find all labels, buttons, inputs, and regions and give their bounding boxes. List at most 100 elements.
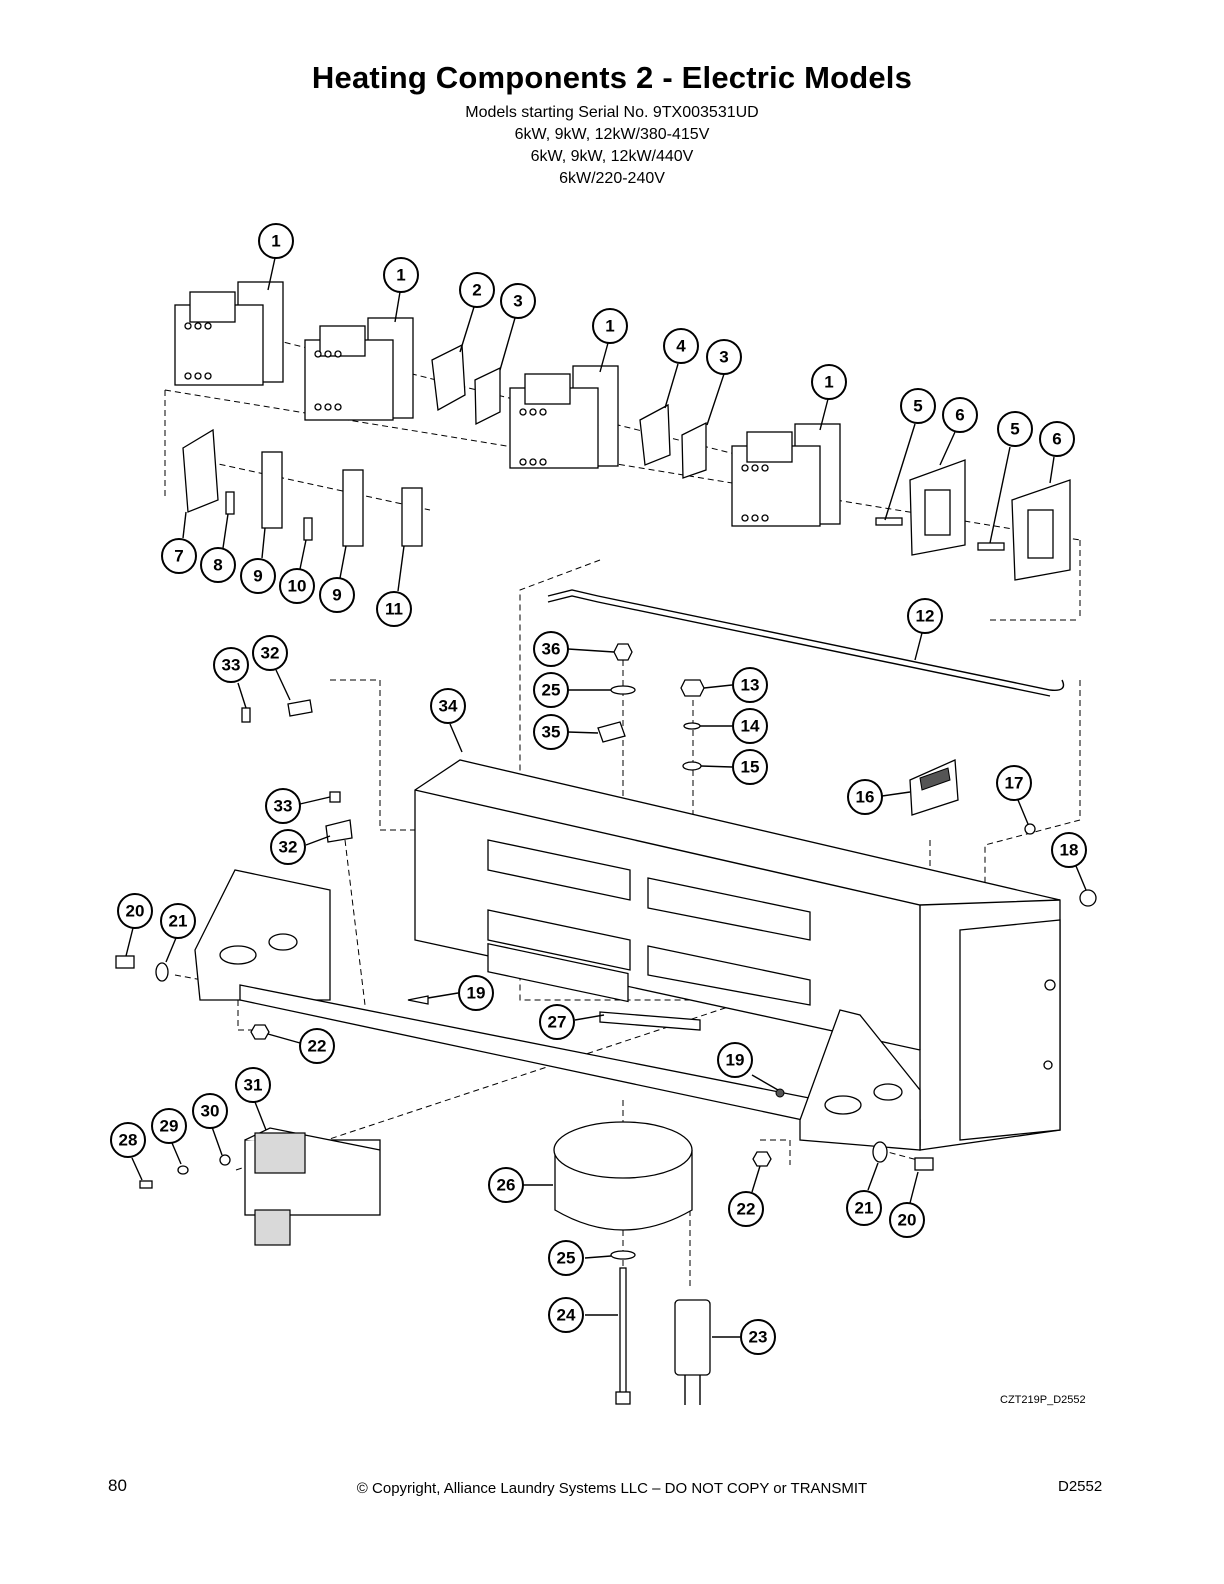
callout-1: 1: [811, 364, 847, 400]
svg-text:1: 1: [605, 317, 614, 336]
callout-29: 29: [151, 1108, 187, 1144]
svg-text:25: 25: [542, 681, 561, 700]
callout-6: 6: [942, 397, 978, 433]
callout-28: 28: [110, 1122, 146, 1158]
callout-13: 13: [732, 667, 768, 703]
callout-32: 32: [252, 635, 288, 671]
callout-3: 3: [706, 339, 742, 375]
svg-text:32: 32: [261, 644, 280, 663]
document-id: D2552: [1058, 1478, 1103, 1495]
svg-text:14: 14: [741, 717, 760, 736]
svg-text:34: 34: [439, 697, 458, 716]
callout-33: 33: [213, 647, 249, 683]
callout-25: 25: [548, 1240, 584, 1276]
svg-text:32: 32: [279, 838, 298, 857]
callout-14: 14: [732, 708, 768, 744]
callout-15: 15: [732, 749, 768, 785]
callout-20: 20: [889, 1202, 925, 1238]
svg-text:3: 3: [513, 292, 522, 311]
page-number: 80: [108, 1476, 127, 1495]
svg-text:28: 28: [119, 1131, 138, 1150]
callout-18: 18: [1051, 832, 1087, 868]
page-title: Heating Components 2 - Electric Models: [311, 60, 913, 95]
callout-31: 31: [235, 1067, 271, 1103]
callout-24: 24: [548, 1297, 584, 1333]
subtitle-model-2: 6kW, 9kW, 12kW/440V: [530, 148, 694, 165]
subtitle-serial: Models starting Serial No. 9TX003531UD: [465, 104, 759, 121]
callout-22: 22: [728, 1191, 764, 1227]
callout-17: 17: [996, 765, 1032, 801]
exploded-parts-diagram: 1 1 2 3 1 4 3 1 5 6 5 6 7 8 9 10 9 11 12…: [110, 223, 1097, 1405]
callout-30: 30: [192, 1093, 228, 1129]
svg-text:4: 4: [676, 337, 686, 356]
callout-12: 12: [907, 598, 943, 634]
svg-text:18: 18: [1060, 841, 1079, 860]
contactor-1a: [174, 281, 284, 386]
chassis-frame: [194, 759, 1061, 1151]
svg-text:36: 36: [542, 640, 561, 659]
rod-12: [547, 589, 1065, 697]
subtitle-model-3: 6kW/220-240V: [559, 170, 665, 187]
svg-text:19: 19: [726, 1051, 745, 1070]
callout-4: 4: [663, 328, 699, 364]
callout-1: 1: [383, 257, 419, 293]
callout-5: 5: [997, 411, 1033, 447]
callout-22: 22: [299, 1028, 335, 1064]
leader-lines: [125, 257, 1087, 1338]
svg-text:3: 3: [719, 348, 728, 367]
subtitle-model-1: 6kW, 9kW, 12kW/380-415V: [514, 126, 710, 143]
callout-19: 19: [717, 1042, 753, 1078]
svg-text:1: 1: [396, 266, 405, 285]
svg-text:33: 33: [222, 656, 241, 675]
svg-text:17: 17: [1005, 774, 1024, 793]
transformer-31: [244, 1127, 381, 1246]
drawing-code: CZT219P_D2552: [1000, 1394, 1086, 1406]
rod-24: [615, 1267, 631, 1405]
svg-text:22: 22: [737, 1200, 756, 1219]
callout-11: 11: [376, 591, 412, 627]
callout-20: 20: [117, 893, 153, 929]
callout-21: 21: [846, 1190, 882, 1226]
svg-text:15: 15: [741, 758, 760, 777]
callout-5: 5: [900, 388, 936, 424]
hardware-parts: [115, 643, 1097, 1260]
svg-text:8: 8: [213, 556, 222, 575]
svg-text:33: 33: [274, 797, 293, 816]
callout-2: 2: [459, 272, 495, 308]
svg-text:29: 29: [160, 1117, 179, 1136]
callout-9: 9: [240, 558, 276, 594]
svg-text:19: 19: [467, 984, 486, 1003]
callout-9: 9: [319, 577, 355, 613]
heater-element-26: [553, 1121, 693, 1231]
svg-text:5: 5: [913, 397, 922, 416]
svg-text:9: 9: [253, 567, 262, 586]
rocker-switch-16: [909, 759, 959, 816]
svg-text:5: 5: [1010, 420, 1019, 439]
terminal-brackets: [875, 459, 1071, 581]
svg-text:20: 20: [898, 1211, 917, 1230]
svg-text:7: 7: [174, 547, 183, 566]
svg-text:30: 30: [201, 1102, 220, 1121]
callout-7: 7: [161, 538, 197, 574]
svg-text:31: 31: [244, 1076, 263, 1095]
svg-text:12: 12: [916, 607, 935, 626]
svg-text:21: 21: [169, 912, 188, 931]
svg-text:2: 2: [472, 281, 481, 300]
callout-21: 21: [160, 903, 196, 939]
callout-3: 3: [500, 283, 536, 319]
svg-text:9: 9: [332, 586, 341, 605]
contactor-1d: [731, 423, 841, 527]
callout-23: 23: [740, 1319, 776, 1355]
svg-text:35: 35: [542, 723, 561, 742]
svg-text:10: 10: [288, 577, 307, 596]
callout-8: 8: [200, 547, 236, 583]
contactor-1c: [509, 365, 619, 469]
svg-text:23: 23: [749, 1328, 768, 1347]
copyright-notice: © Copyright, Alliance Laundry Systems LL…: [356, 1480, 868, 1497]
callout-36: 36: [533, 631, 569, 667]
callout-19: 19: [458, 975, 494, 1011]
svg-text:11: 11: [385, 600, 403, 619]
callouts: 1 1 2 3 1 4 3 1 5 6 5 6 7 8 9 10 9 11 12…: [110, 223, 1087, 1355]
svg-text:13: 13: [741, 676, 760, 695]
svg-text:26: 26: [497, 1176, 516, 1195]
